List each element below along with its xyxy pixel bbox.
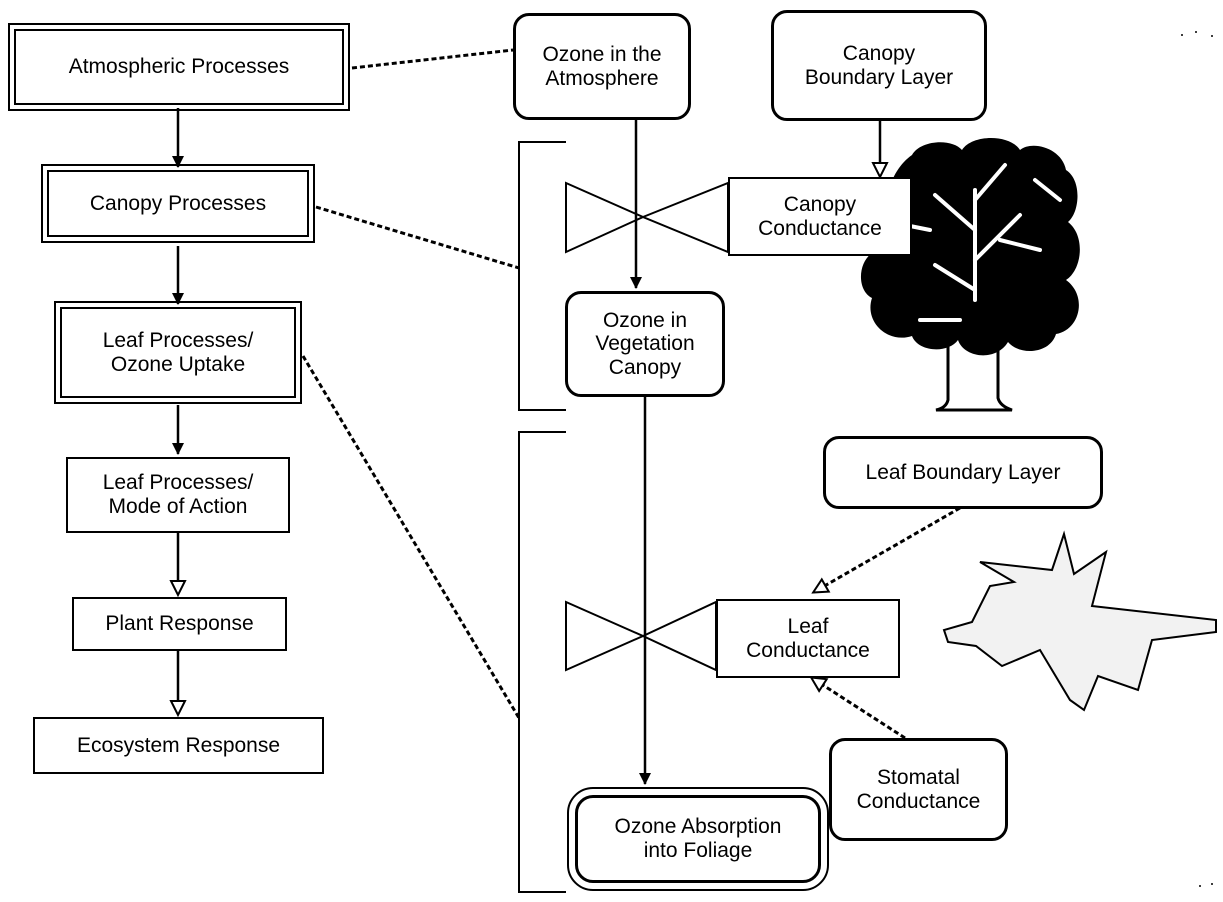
canopy-bracket	[518, 141, 566, 411]
canopy-boundary-layer-label: Canopy Boundary Layer	[804, 41, 954, 89]
dashed-atm-to-ozone	[351, 48, 514, 70]
ozone-atmosphere-label: Ozone in the Atmosphere	[542, 42, 662, 90]
tree-icon	[860, 138, 1080, 412]
canopy-conductance-box: Canopy Conductance	[728, 177, 912, 256]
leaf-boundary-layer-label: Leaf Boundary Layer	[865, 460, 1061, 484]
leaf-action-label: Leaf Processes/ Mode of Action	[102, 471, 254, 518]
ozone-absorption-box: Ozone Absorption into Foliage	[567, 787, 829, 891]
leaf-conductance-box: Leaf Conductance	[716, 599, 900, 678]
leaf-valve-icon	[565, 600, 717, 672]
ozone-atmosphere-box: Ozone in the Atmosphere	[513, 13, 691, 120]
leaf-icon	[942, 530, 1217, 712]
canopy-processes-label: Canopy Processes	[89, 191, 267, 215]
leaf-action-box: Leaf Processes/ Mode of Action	[66, 457, 290, 533]
canopy-processes-box: Canopy Processes	[41, 164, 315, 243]
leaf-uptake-box: Leaf Processes/ Ozone Uptake	[54, 301, 302, 404]
atmospheric-processes-box: Atmospheric Processes	[8, 23, 350, 111]
stomatal-conductance-label: Stomatal Conductance	[856, 765, 981, 813]
plant-response-label: Plant Response	[105, 612, 254, 636]
stomatal-conductance-box: Stomatal Conductance	[829, 738, 1008, 841]
leaf-bracket	[518, 431, 566, 893]
ecosystem-response-label: Ecosystem Response	[76, 733, 281, 757]
plant-response-box: Plant Response	[72, 597, 287, 651]
leaf-boundary-layer-box: Leaf Boundary Layer	[823, 436, 1103, 509]
dashed-canopy-to-bracket	[315, 205, 520, 270]
dashed-leaf-to-bracket	[301, 355, 521, 719]
dashed-leaf-boundary-to-conductance	[814, 506, 961, 592]
dashed-stomatal-to-conductance	[812, 678, 906, 740]
leaf-uptake-label: Leaf Processes/ Ozone Uptake	[102, 328, 254, 376]
leaf-conductance-label: Leaf Conductance	[746, 614, 870, 662]
ozone-canopy-label: Ozone in Vegetation Canopy	[595, 308, 695, 379]
canopy-valve-icon	[565, 181, 729, 254]
ozone-canopy-box: Ozone in Vegetation Canopy	[565, 291, 725, 397]
ozone-absorption-label: Ozone Absorption into Foliage	[614, 815, 782, 862]
ecosystem-response-box: Ecosystem Response	[33, 717, 324, 774]
canopy-conductance-label: Canopy Conductance	[758, 192, 882, 240]
atmospheric-processes-label: Atmospheric Processes	[68, 55, 290, 79]
canopy-boundary-layer-box: Canopy Boundary Layer	[771, 10, 987, 121]
